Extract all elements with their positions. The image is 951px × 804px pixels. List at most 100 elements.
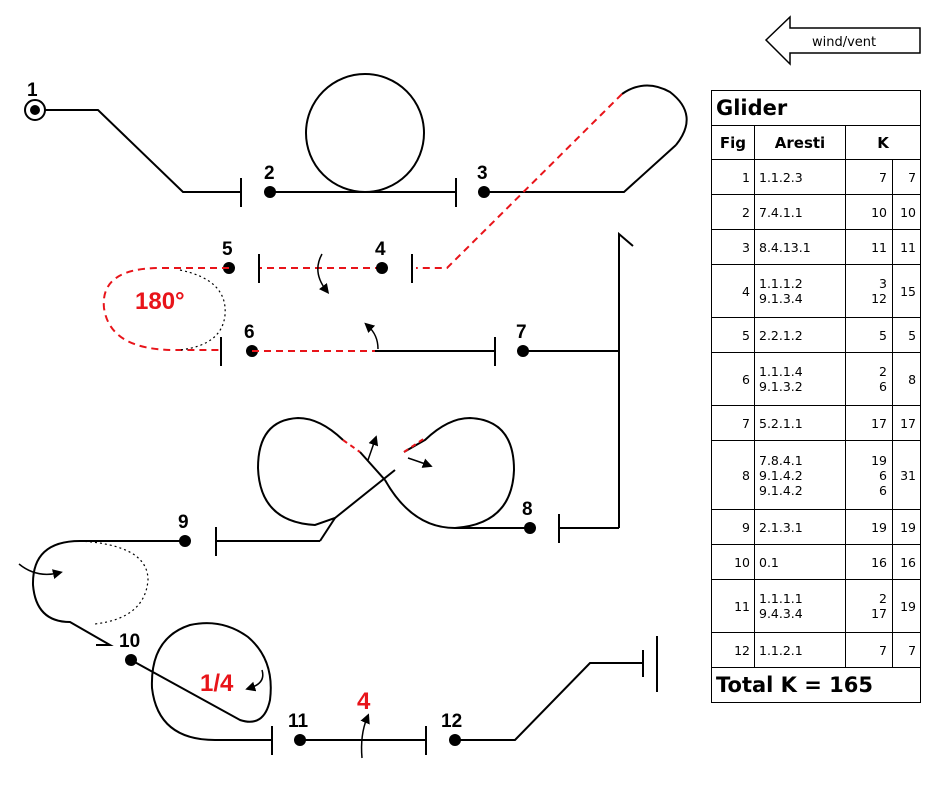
row-k-parts: 11 [845,229,893,265]
figure-2-dot [264,186,276,198]
roll-arrow-fig-8-b [407,457,433,468]
quarter-roll-label: 1/4 [200,670,234,697]
k-value: 6 [879,482,887,498]
row-fig: 2 [711,194,755,230]
aresti-code: 1.1.2.3 [759,169,803,185]
k-value: 2 [879,591,887,606]
figure-number-3: 3 [477,163,488,184]
row-fig: 7 [711,405,755,441]
figure-number-10: 10 [119,631,140,652]
k-value: 2 [879,364,887,379]
k-value: 12 [871,291,887,306]
table-title: Glider [710,90,922,126]
aresti-code: 7.4.1.1 [759,204,803,220]
row-k-parts: 7 [845,159,893,195]
aresti-code: 1.1.2.1 [759,642,803,658]
row-k-parts: 5 [845,317,893,353]
turn-180-label: 180° [135,288,185,315]
row-k-total: 10 [891,194,922,230]
header-fig: Fig [711,125,755,160]
roll-arrow-fig-6 [364,322,379,350]
row-k-total: 15 [891,264,922,318]
row-k-total: 31 [891,440,922,510]
row-k-total: 19 [891,579,922,633]
aresti-code: 1.1.1.2 [759,276,803,291]
row-k-total: 16 [891,544,922,580]
row-fig: 9 [711,509,755,545]
aresti-code: 9.1.3.4 [759,291,803,306]
row-k-total: 8 [891,352,922,406]
start-marker [30,105,40,115]
figure-number-9: 9 [178,512,189,533]
k-value: 6 [879,379,887,394]
row-aresti: 8.4.13.1 [754,229,846,265]
point-roll-label: 4 [357,688,371,715]
row-aresti: 5.2.1.1 [754,405,846,441]
roll-arrow-fig-9 [18,563,63,579]
row-fig: 6 [711,352,755,406]
row-aresti: 2.2.1.2 [754,317,846,353]
header-aresti: Aresti [754,125,846,160]
figure-8-red-dash-right [403,437,426,453]
figure-8-red-dash-left [342,439,361,453]
figure-number-1: 1 [27,80,38,101]
row-fig: 5 [711,317,755,353]
figure-10-loop [130,622,272,741]
aresti-code: 2.1.3.1 [759,519,803,535]
row-k-parts: 16 [845,544,893,580]
aresti-code: 2.2.1.2 [759,327,803,343]
aresti-code: 1.1.1.1 [759,591,803,606]
aresti-code: 9.1.4.2 [759,482,803,498]
k-value: 5 [879,327,887,343]
aresti-code: 9.4.3.4 [759,606,803,621]
aresti-code: 9.1.3.2 [759,379,803,394]
roll-arrow-fig-8-a [367,435,379,461]
k-value: 3 [879,276,887,291]
row-fig: 10 [711,544,755,580]
figure-9-dotted-arc [79,540,149,625]
row-fig: 11 [711,579,755,633]
k-value: 17 [871,415,887,431]
roll-arrow-fig-10 [245,669,264,692]
row-fig: 4 [711,264,755,318]
figure-12-line [455,662,643,741]
figure-7-vertical-line [618,231,634,528]
figure-5-red-dashed-turn [102,267,229,351]
row-k-total: 11 [891,229,922,265]
row-aresti: 1.1.2.3 [754,159,846,195]
k-value: 6 [879,467,887,483]
aresti-code: 7.8.4.1 [759,452,803,468]
k-value: 7 [879,642,887,658]
row-k-parts: 19 [845,509,893,545]
row-fig: 8 [711,440,755,510]
header-k: K [844,125,922,160]
wind-arrow: wind/vent [764,15,921,66]
row-k-parts: 17 [845,405,893,441]
row-fig: 1 [711,159,755,195]
aresti-code: 8.4.13.1 [759,239,811,255]
row-k-total: 19 [891,509,922,545]
figure-8-loops [256,416,530,542]
figure-number-6: 6 [244,322,255,343]
aresti-code: 0.1 [759,554,779,570]
k-value: 7 [879,169,887,185]
row-aresti: 7.4.1.1 [754,194,846,230]
aresti-code: 1.1.1.4 [759,364,803,379]
roll-arrow-fig-11 [360,713,370,759]
row-k-total: 17 [891,405,922,441]
